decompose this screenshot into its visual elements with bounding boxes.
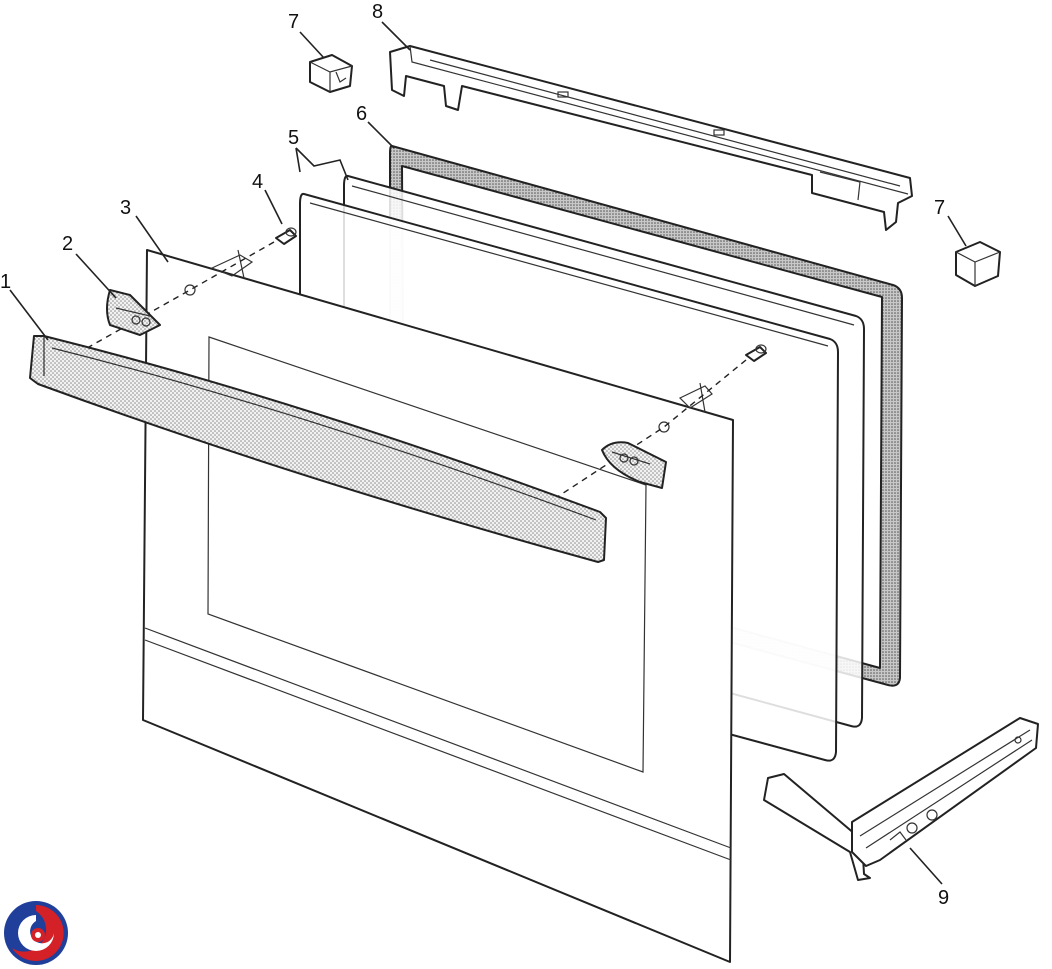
part-9-hinge [763, 717, 1039, 881]
part-labels: 1 2 3 4 5 6 7 7 8 9 [0, 1, 949, 909]
label-7-left: 7 [288, 11, 299, 33]
part-7-end-cap-left [309, 54, 353, 93]
label-7-right: 7 [934, 197, 945, 219]
part-4-screws [275, 227, 767, 362]
part-2-handle-bracket-left [106, 289, 161, 336]
part-7-end-cap-right [955, 241, 1001, 287]
label-1: 1 [0, 271, 11, 293]
label-3: 3 [120, 197, 131, 219]
label-8: 8 [372, 1, 383, 23]
label-4: 4 [252, 171, 263, 193]
part-2-handle-bracket-right [601, 441, 667, 489]
label-5: 5 [288, 127, 299, 149]
label-2: 2 [62, 233, 73, 255]
part-1-door-handle [29, 335, 607, 563]
assembly-lines [79, 241, 747, 506]
swirl-logo-icon [4, 901, 68, 965]
label-9: 9 [938, 887, 949, 909]
leader-lines [9, 21, 967, 885]
label-6: 6 [356, 103, 367, 125]
part-8-top-trim [389, 45, 913, 231]
